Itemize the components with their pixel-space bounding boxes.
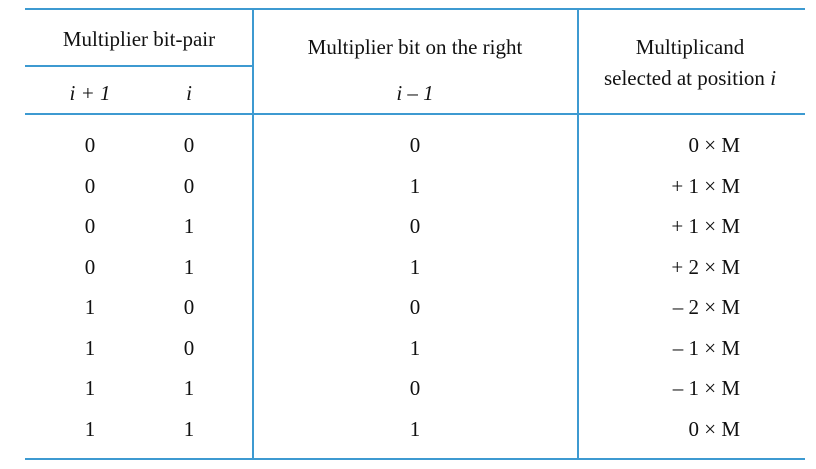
- header-multiplicand-line2: selected at position i: [603, 66, 777, 90]
- cell-i: 0: [183, 133, 195, 157]
- cell-i-plus-1: 0: [84, 173, 96, 198]
- column-divider-2: [577, 8, 579, 460]
- cell-multiplicand-selected: – 1 × M: [672, 376, 740, 400]
- header-multiplicand-line1: Multiplicand: [635, 35, 745, 59]
- cell-multiplicand-selected: 0 × M: [688, 133, 740, 157]
- table-top-rule: [25, 8, 805, 10]
- cell-i-plus-1: 1: [84, 416, 96, 441]
- cell-multiplicand-selected: + 1 × M: [671, 214, 740, 238]
- cell-i: 1: [183, 254, 195, 279]
- cell-i: 1: [183, 376, 195, 400]
- cell-i-minus-1: 0: [409, 133, 421, 157]
- header-i-plus-1: i + 1: [69, 81, 111, 105]
- cell-i-plus-1: 1: [84, 295, 96, 319]
- booth-recoding-table: Multiplier bit-pair i + 1 i Multiplier b…: [25, 8, 805, 460]
- cell-i-minus-1: 0: [409, 214, 421, 238]
- table-bottom-rule: [25, 458, 805, 460]
- cell-multiplicand-selected: + 1 × M: [671, 173, 740, 198]
- cell-i: 0: [183, 335, 195, 360]
- cell-i-plus-1: 0: [84, 214, 96, 238]
- header-i-minus-1: i – 1: [396, 81, 434, 105]
- cell-multiplicand-selected: – 1 × M: [672, 335, 740, 360]
- bit-pair-sub-rule: [25, 65, 252, 67]
- cell-i-plus-1: 1: [84, 335, 96, 360]
- header-bottom-rule: [25, 113, 805, 115]
- cell-i: 1: [183, 416, 195, 441]
- cell-i: 1: [183, 214, 195, 238]
- cell-i-minus-1: 0: [409, 295, 421, 319]
- cell-multiplicand-selected: + 2 × M: [671, 254, 740, 279]
- cell-multiplicand-selected: – 2 × M: [672, 295, 740, 319]
- cell-i: 0: [183, 295, 195, 319]
- header-position-variable: i: [770, 66, 777, 90]
- header-i: i: [186, 81, 192, 105]
- header-bit-pair: Multiplier bit-pair: [62, 27, 216, 51]
- cell-i-plus-1: 1: [84, 376, 96, 400]
- cell-i-minus-1: 1: [409, 335, 421, 360]
- cell-i-plus-1: 0: [84, 254, 96, 279]
- cell-multiplicand-selected: 0 × M: [688, 416, 740, 441]
- column-divider-1: [252, 8, 254, 460]
- cell-i-minus-1: 1: [409, 416, 421, 441]
- cell-i-minus-1: 0: [409, 376, 421, 400]
- header-right-bit: Multiplier bit on the right: [307, 35, 523, 59]
- cell-i: 0: [183, 173, 195, 198]
- cell-i-minus-1: 1: [409, 254, 421, 279]
- cell-i-plus-1: 0: [84, 133, 96, 157]
- cell-i-minus-1: 1: [409, 173, 421, 198]
